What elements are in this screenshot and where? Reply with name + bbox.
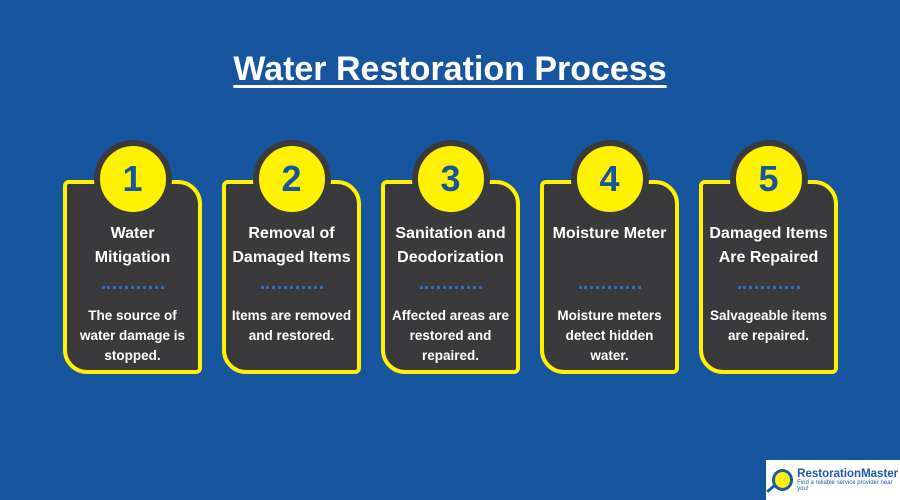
- step-heading: Removal of Damaged Items: [232, 225, 351, 266]
- step-card: 1 Water Mitigation The source of water d…: [63, 140, 202, 374]
- step-description: Moisture meters detect hidden water.: [557, 308, 662, 363]
- step-number-badge: 4: [570, 140, 649, 218]
- restorationmaster-logo: RestorationMaster Find a reliable servic…: [766, 460, 900, 500]
- step-number-badge: 2: [252, 140, 331, 218]
- step-description: Items are removed and restored.: [231, 308, 352, 343]
- dotted-divider: [260, 286, 323, 289]
- step-card: 5 Damaged Items Are Repaired Salvageable…: [699, 140, 838, 374]
- step-number-badge: 5: [729, 140, 808, 218]
- logo-tagline: Find a reliable service provider near yo…: [797, 480, 893, 492]
- page-title: Water Restoration Process: [233, 50, 667, 88]
- step-heading: Water Mitigation: [94, 225, 171, 266]
- magnifier-icon: [772, 469, 794, 491]
- step-description: The source of water damage is stopped.: [79, 308, 186, 363]
- dotted-divider: [419, 286, 482, 289]
- step-description: Salvageable items are repaired.: [709, 308, 828, 343]
- step-card: 2 Removal of Damaged Items Items are rem…: [222, 140, 361, 374]
- logo-name: RestorationMaster: [797, 468, 899, 480]
- step-description: Affected areas are restored and repaired…: [391, 308, 510, 363]
- dotted-divider: [101, 286, 164, 289]
- step-number-badge: 3: [411, 140, 490, 218]
- step-card: 4 Moisture Meter Moisture meters detect …: [540, 140, 679, 374]
- step-number-badge: 1: [93, 140, 172, 218]
- dotted-divider: [737, 286, 800, 289]
- step-card: 3 Sanitation and Deodorization Affected …: [381, 140, 520, 374]
- dotted-divider: [578, 286, 641, 289]
- step-heading: Sanitation and Deodorization: [395, 225, 506, 266]
- step-heading: Moisture Meter: [552, 225, 667, 242]
- step-heading: Damaged Items Are Repaired: [709, 225, 828, 266]
